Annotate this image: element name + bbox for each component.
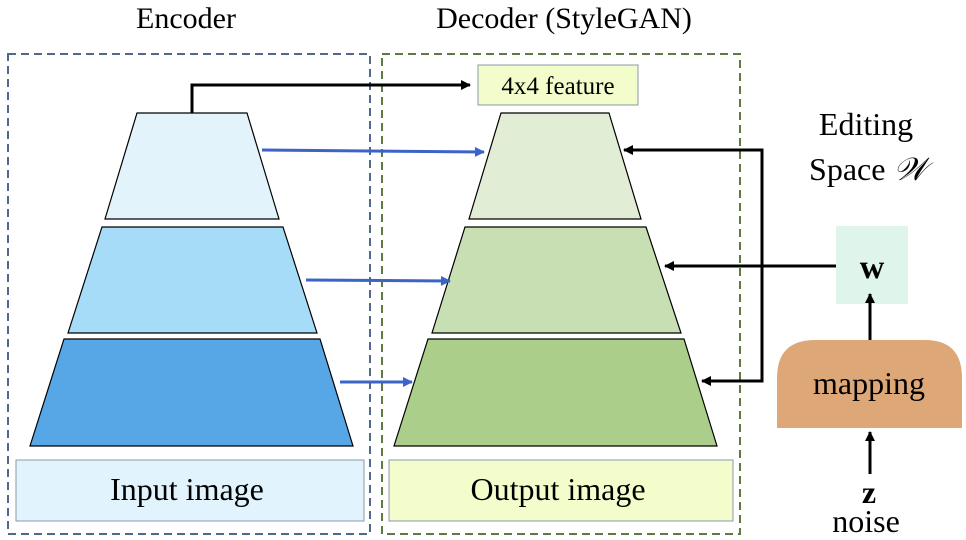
feature-arrow [190,80,471,113]
decoder-title: Decoder (StyleGAN) [436,2,692,35]
skip-arrow-top [261,146,485,157]
editing-space-line2: Space 𝒲 [809,151,934,187]
decoder-level-top [468,112,642,220]
feature-box [477,64,639,106]
w-box [836,226,908,304]
input-image-box [15,459,365,522]
style-arrow-bottom [701,266,764,386]
style-arrow-top [623,145,764,266]
mapping-block [777,340,962,428]
mapping-label: mapping [813,365,925,401]
z-label: z [862,474,876,510]
input-image-label: Input image [110,471,264,507]
decoder-level-bottom [393,338,718,447]
decoder-level-mid [431,226,682,334]
encoder-level-top [104,112,280,220]
decoder-group-box [381,53,741,535]
feature-label: 4x4 feature [501,73,614,100]
encoder-level-mid [67,226,318,334]
editing-space-prefix: Space [809,151,893,187]
encoder-group-box [7,53,371,535]
editing-space-symbol: 𝒲 [893,151,934,187]
encoder-level-bottom [29,338,354,447]
editing-space-line1: Editing [819,106,913,142]
w-label: w [860,249,885,286]
noise-label: noise [832,503,900,539]
encoder-title: Encoder [136,2,236,35]
skip-arrow-mid [305,275,451,286]
output-image-box [388,459,734,522]
output-image-label: Output image [470,471,645,507]
